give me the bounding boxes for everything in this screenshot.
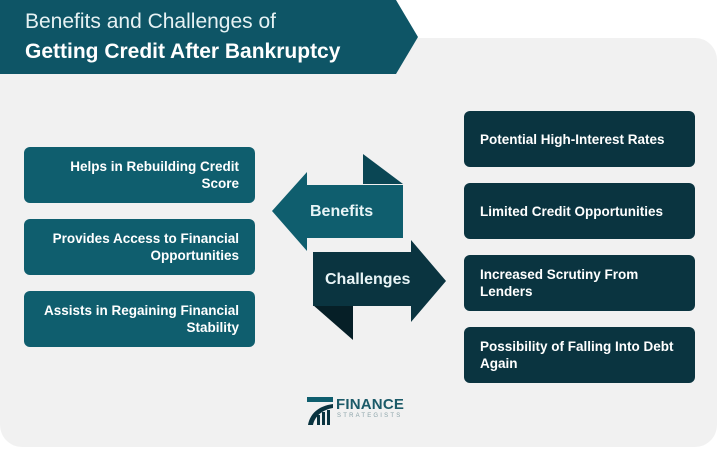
title-line-1: Benefits and Challenges of — [25, 10, 277, 33]
logo-subtitle: STRATEGISTS — [337, 413, 403, 419]
benefit-item: Assists in Regaining Financial Stability — [24, 291, 255, 347]
challenge-item: Increased Scrutiny From Lenders — [464, 255, 695, 311]
benefit-item: Helps in Rebuilding Credit Score — [24, 147, 255, 203]
challenge-label: Increased Scrutiny From Lenders — [480, 267, 639, 299]
title-line-2: Getting Credit After Bankruptcy — [25, 40, 341, 63]
benefits-arrow-label: Benefits — [310, 203, 374, 220]
challenge-label: Limited Credit Opportunities — [480, 203, 664, 219]
benefit-item: Provides Access to Financial Opportuniti… — [24, 219, 255, 275]
challenges-arrow-label: Challenges — [325, 271, 411, 288]
finance-strategists-logo: FINANCE STRATEGISTS — [306, 396, 426, 426]
challenge-item: Potential High-Interest Rates — [464, 111, 695, 167]
benefit-label: Helps in Rebuilding Credit Score — [70, 159, 239, 191]
title-banner: Benefits and Challenges of Getting Credi… — [0, 0, 420, 75]
logo-name: FINANCE — [336, 396, 405, 413]
banner-shape — [0, 0, 418, 74]
logo-mark-icon — [307, 397, 333, 425]
benefit-label: Assists in Regaining Financial Stability — [43, 303, 239, 335]
page-title: Benefits and Challenges of Getting Credi… — [25, 7, 340, 67]
challenge-label: Possibility of Falling Into Debt Again — [480, 339, 674, 371]
challenge-item: Possibility of Falling Into Debt Again — [464, 327, 695, 383]
challenge-item: Limited Credit Opportunities — [464, 183, 695, 239]
challenge-label: Potential High-Interest Rates — [480, 131, 665, 147]
benefit-label: Provides Access to Financial Opportuniti… — [52, 231, 239, 263]
